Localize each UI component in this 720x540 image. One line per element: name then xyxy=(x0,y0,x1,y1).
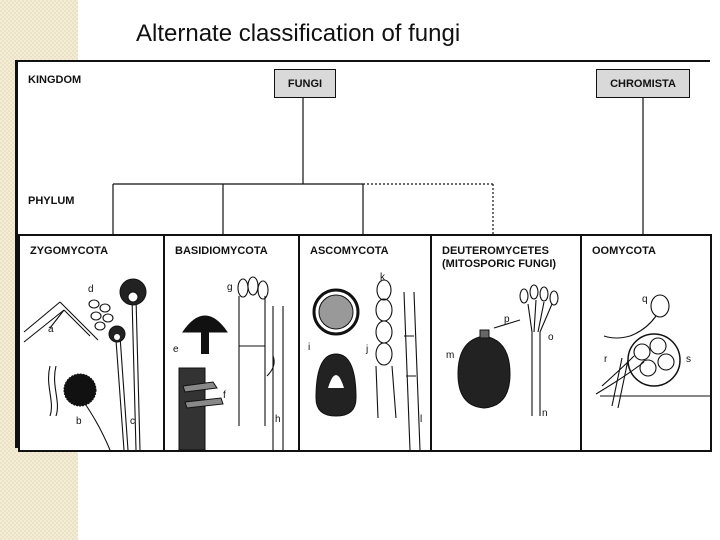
panel-deuteromycetes: DEUTEROMYCETES (MITOSPORIC FUNGI) p o m … xyxy=(430,234,582,452)
label-r: r xyxy=(604,354,608,365)
label-k: k xyxy=(380,272,385,283)
phylum-name: OOMYCOTA xyxy=(592,245,656,257)
label-l: l xyxy=(420,414,423,425)
label-j: j xyxy=(366,344,369,355)
panel-oomycota: OOMYCOTA q r s xyxy=(580,234,712,452)
rank-phylum-label: PHYLUM xyxy=(28,195,75,207)
label-h: h xyxy=(275,414,281,425)
label-s: s xyxy=(686,354,691,365)
deuteromycetes-illustration xyxy=(457,284,559,416)
slide-title: Alternate classification of fungi xyxy=(136,20,461,47)
phylum-subtitle: (MITOSPORIC FUNGI) xyxy=(442,258,557,270)
label-p: p xyxy=(504,314,510,325)
label-f: f xyxy=(223,390,226,401)
panel-basidiomycota: BASIDIOMYCOTA g e f h xyxy=(163,234,300,452)
ascomycota-illustration xyxy=(312,279,421,450)
label-m: m xyxy=(446,350,455,361)
phylum-name: ZYGOMYCOTA xyxy=(30,245,109,257)
label-q: q xyxy=(642,294,648,305)
zygomycota-illustration xyxy=(23,278,147,450)
panel-ascomycota: ASCOMYCOTA k i j l xyxy=(298,234,432,452)
label-c: c xyxy=(130,416,135,427)
label-e: e xyxy=(173,344,179,355)
phylum-name: DEUTEROMYCETES xyxy=(442,245,549,257)
label-a: a xyxy=(48,324,54,335)
phylum-name: BASIDIOMYCOTA xyxy=(175,245,268,257)
label-g: g xyxy=(227,282,233,293)
label-n: n xyxy=(542,408,548,419)
label-i: i xyxy=(308,342,311,353)
label-b: b xyxy=(76,416,82,427)
rank-kingdom-label: KINGDOM xyxy=(28,74,82,86)
label-o: o xyxy=(548,332,554,343)
basidiomycota-illustration xyxy=(178,276,284,450)
phylum-name: ASCOMYCOTA xyxy=(310,245,389,257)
tree-connectors xyxy=(112,98,644,234)
label-d: d xyxy=(88,284,94,295)
oomycota-illustration xyxy=(595,294,710,409)
classification-diagram: KINGDOM PHYLUM FUNGI CHROMISTA ZYGOMYCOT… xyxy=(15,60,712,452)
kingdom-fungi-box: FUNGI xyxy=(274,69,336,98)
kingdom-chromista-box: CHROMISTA xyxy=(596,69,690,98)
panel-zygomycota: ZYGOMYCOTA d a b c xyxy=(18,234,165,452)
